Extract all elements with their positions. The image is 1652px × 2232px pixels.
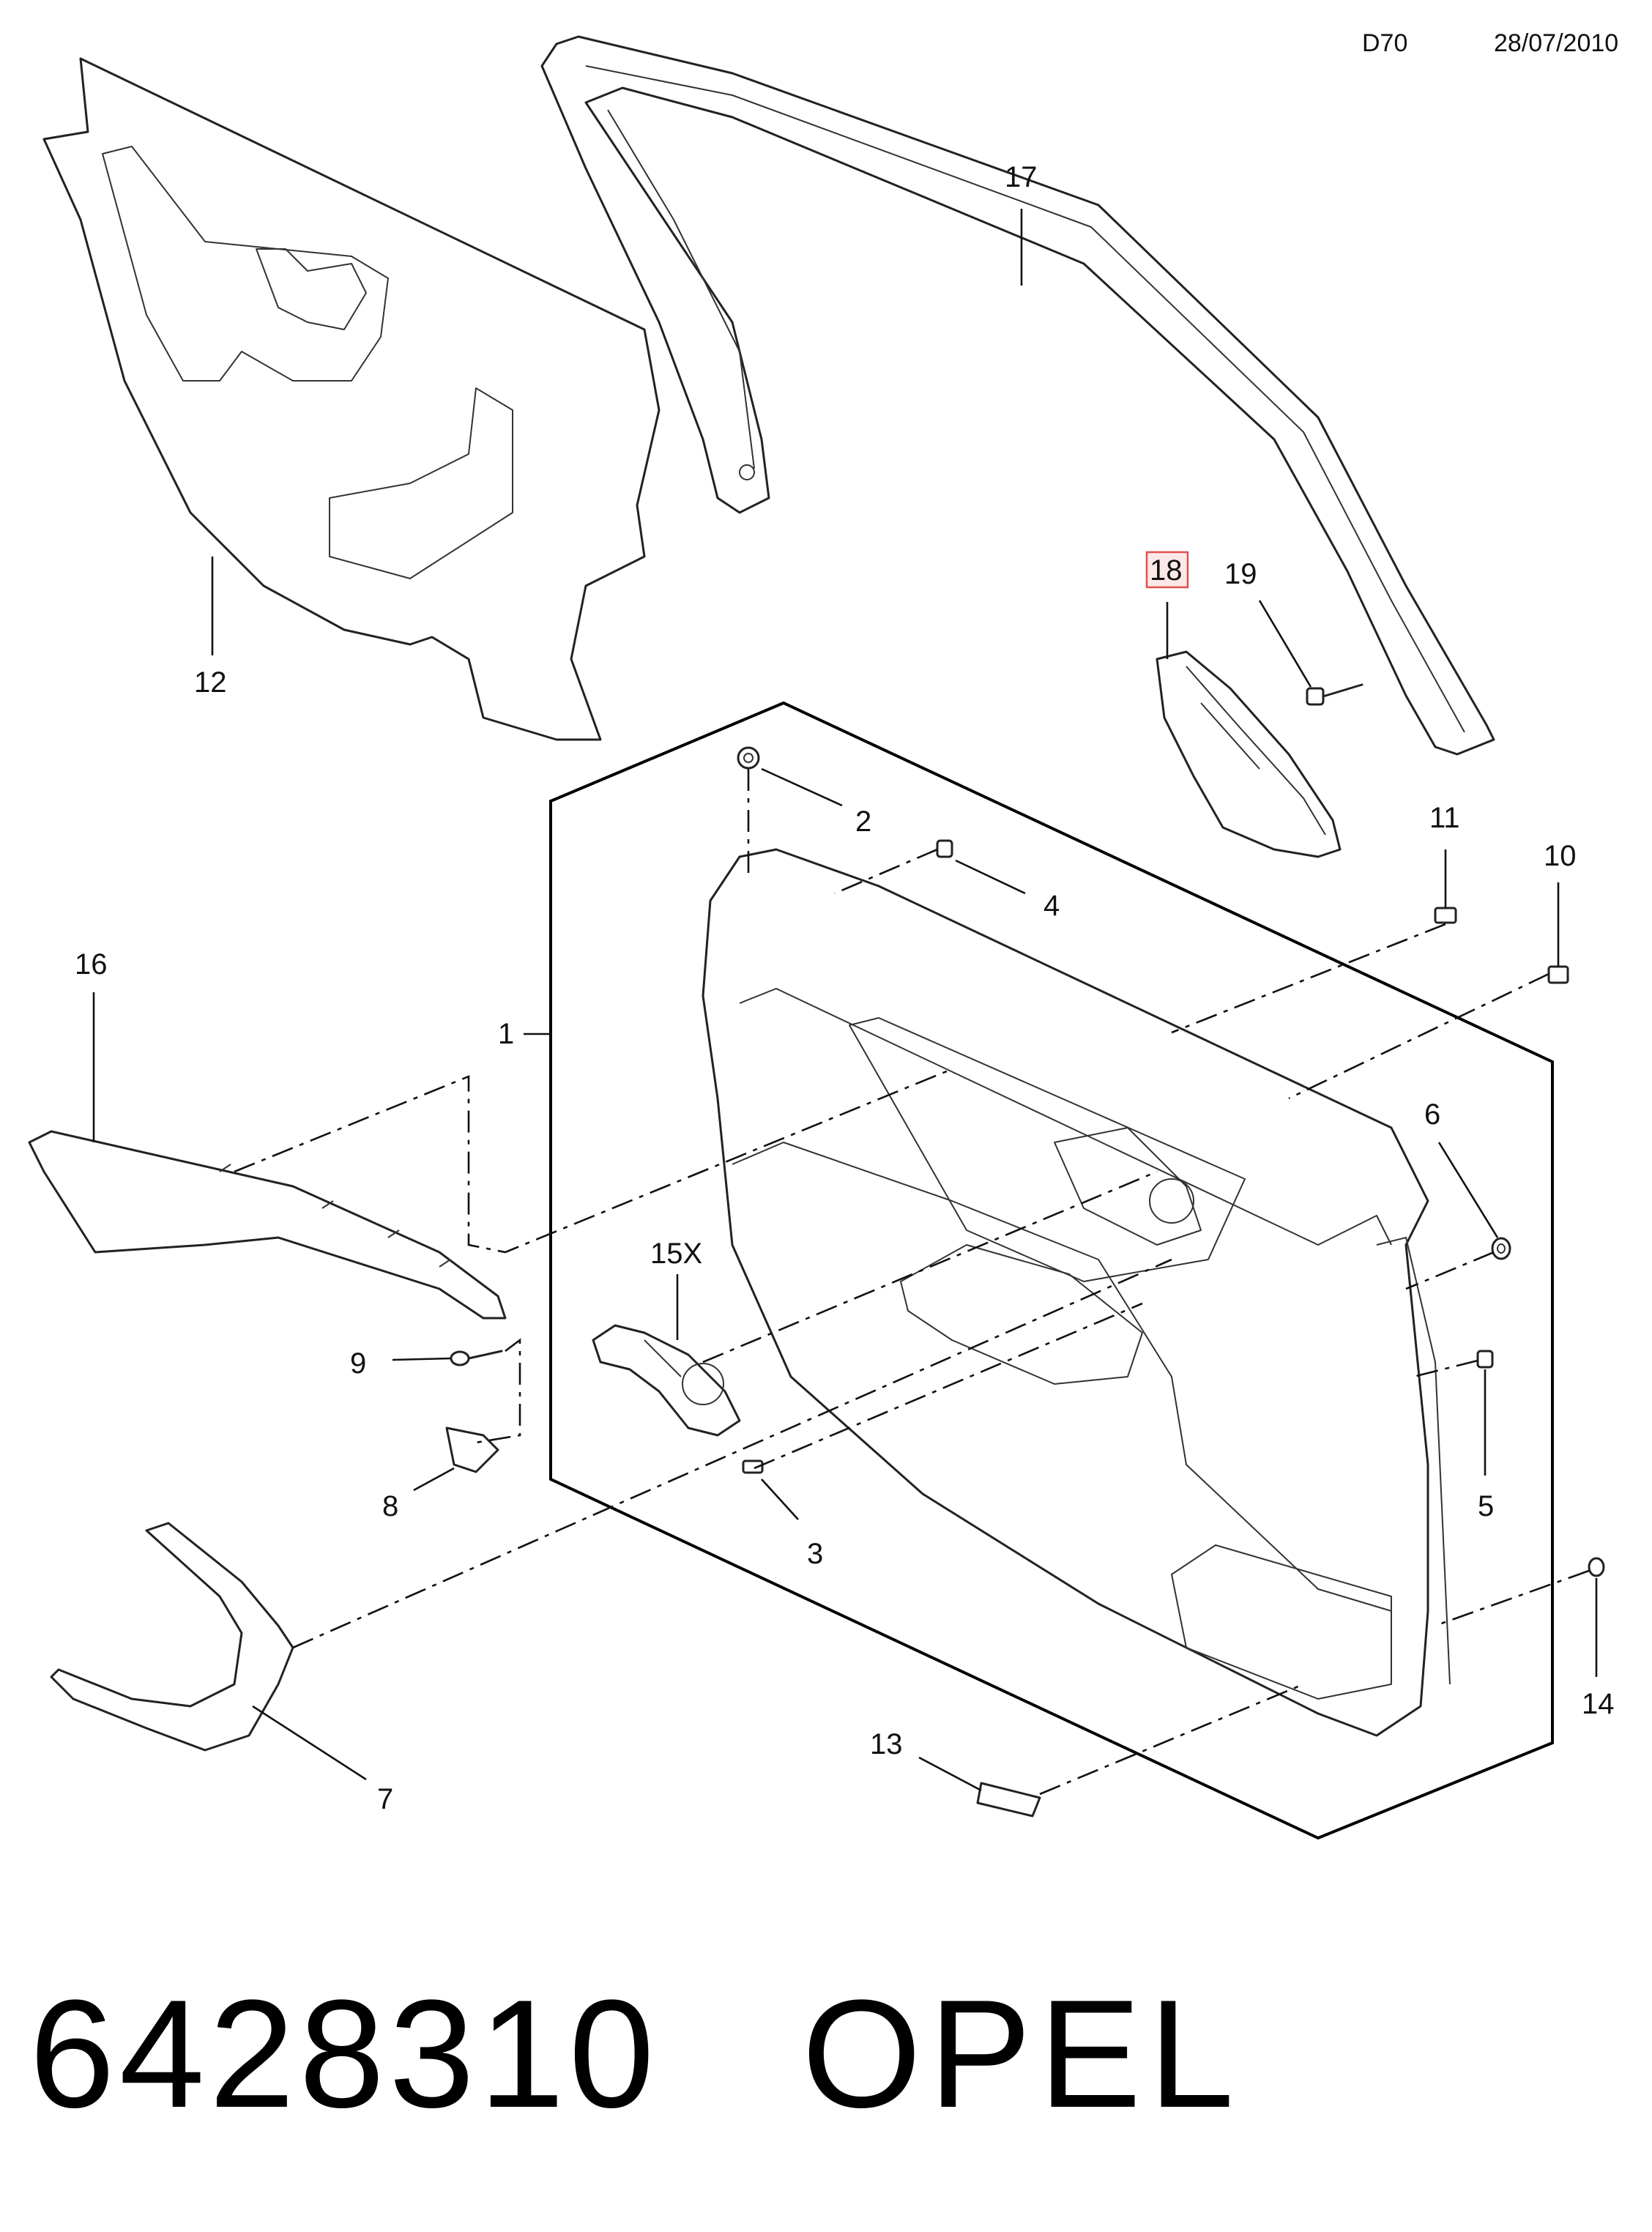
callout-4: 4 [1043,890,1060,922]
callout-3: 3 [807,1538,823,1570]
callout-16: 16 [75,948,108,981]
leader-7 [252,1705,367,1781]
callout-2: 2 [855,806,871,838]
part-6-washer [1491,1237,1511,1260]
leader-19 [1258,600,1312,688]
part-3-clip [742,1459,764,1474]
diagram-date: 28/07/2010 [1494,29,1618,57]
callout-12: 12 [194,666,227,699]
part-11-clip [1434,907,1457,924]
part-14-grommet [1588,1557,1605,1577]
leader-4 [955,859,1026,895]
part-4-clip [936,839,953,858]
callout-11: 11 [1429,802,1460,834]
part-1-door-panel [702,848,1451,1737]
diagram-code: D70 [1362,29,1407,57]
leader-8 [413,1467,455,1492]
part-18-highlight [1145,551,1189,589]
callout-5: 5 [1478,1490,1494,1522]
part-12-insulation [42,57,661,741]
part-13-badge [976,1782,1041,1818]
callout-17: 17 [1005,161,1038,193]
callout-6: 6 [1424,1098,1440,1131]
callout-18: 18 [1150,554,1183,587]
callout-10: 10 [1544,840,1577,872]
callout-13: 13 [870,1728,903,1760]
part-18-tweeter-cover [1156,650,1342,858]
part-number: 6428310 [29,1968,659,2140]
callout-8: 8 [382,1490,398,1522]
part-9-screw [450,1350,503,1366]
part-7-pull-trim [50,1522,294,1752]
part-15x-door-handle [592,1324,741,1437]
callout-7: 7 [377,1783,393,1815]
leader-9 [392,1357,452,1361]
leader-6 [1437,1142,1499,1238]
callout-14: 14 [1582,1688,1615,1720]
callout-15x: 15X [650,1238,702,1270]
callout-1: 1 [498,1018,514,1050]
part-10-clip [1547,965,1569,984]
callout-9: 9 [350,1347,366,1380]
callout-19: 19 [1224,558,1257,590]
leader-2 [761,767,843,807]
brand-name: OPEL [802,1968,1242,2140]
leader-13 [918,1756,982,1792]
part-5-push-pin [1476,1350,1494,1369]
part-19-clip [1306,683,1363,706]
part-17-window-seal [540,35,1495,756]
part-16-upper-trim [28,1130,507,1320]
part-2-grommet [737,746,760,770]
assembly-lines [234,769,1590,1796]
assembly-frame [549,701,1554,1840]
part-8-cover-cap [445,1426,499,1473]
leader-3 [761,1478,799,1520]
